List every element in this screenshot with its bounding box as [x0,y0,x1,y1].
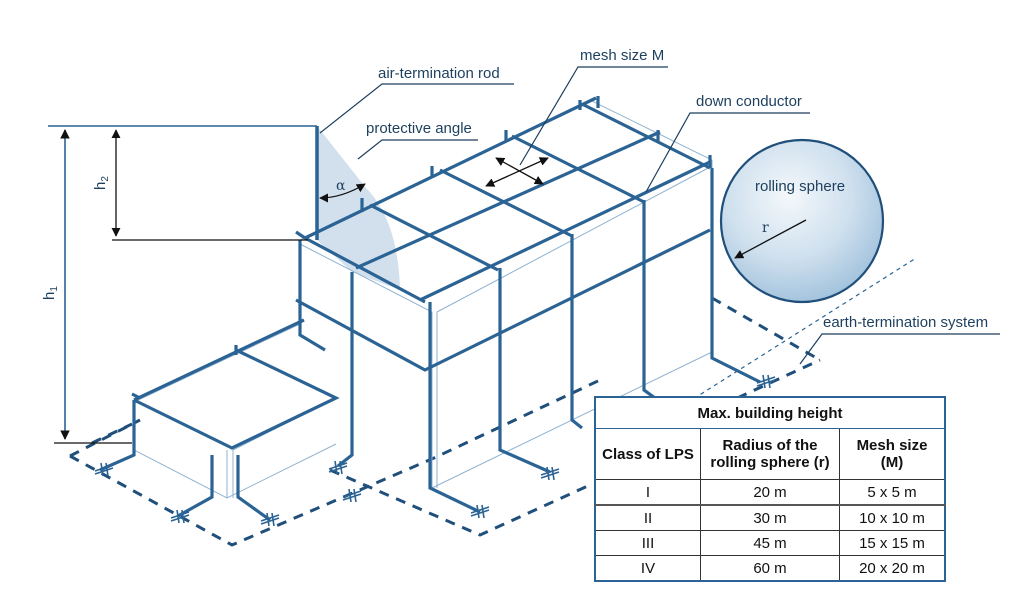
cell-radius: 20 m [700,479,840,506]
cell-class: II [594,504,701,531]
cell-radius: 60 m [700,555,840,582]
earth-termination-label: earth-termination system [823,314,988,331]
earth-termination-ring [69,257,917,547]
down-conductor-label: down conductor [696,93,802,110]
earth-clamp-icon [756,374,776,389]
cell-mesh: 20 x 20 m [839,555,946,582]
lps-class-table: Max. building height Class of LPS Radius… [594,396,946,582]
earth-clamp-icon [94,462,114,477]
height-dimensions: h1 h2 [41,125,317,444]
header-class: Class of LPS [594,428,701,480]
callouts: air-termination rod protective angle mes… [319,47,1000,365]
alpha-label: α [336,178,346,194]
h1-label: h1 [41,286,60,300]
rolling-sphere: rolling sphere r [719,138,885,304]
rolling-sphere-label: rolling sphere [755,178,845,195]
cell-class: III [594,530,701,556]
protective-cone [317,126,400,290]
table-row: II 30 m 10 x 10 m [594,504,946,531]
cell-mesh: 15 x 15 m [839,530,946,556]
earth-clamp-icon [170,509,190,524]
cell-class: I [594,479,701,506]
table-title: Max. building height [594,396,946,429]
table-row: I 20 m 5 x 5 m [594,479,946,506]
cell-class: IV [594,555,701,582]
h2-label: h2 [92,176,111,190]
air-termination-rod-label: air-termination rod [378,65,500,82]
header-mesh: Mesh size(M) [839,428,946,480]
radius-label: r [762,220,769,236]
cell-radius: 45 m [700,530,840,556]
table-title-row: Max. building height [594,396,946,429]
table-row: III 45 m 15 x 15 m [594,530,946,556]
earth-clamp-icon [328,460,348,475]
down-conductors [298,168,761,514]
earth-clamps [94,374,776,527]
earth-clamp-icon [470,504,490,519]
cell-radius: 30 m [700,504,840,531]
cell-mesh: 5 x 5 m [839,479,946,506]
mesh-size-label: mesh size M [580,47,664,64]
alpha-arc [319,183,366,203]
earth-clamp-icon [342,488,362,503]
air-termination-mesh [295,96,712,372]
protective-angle-label: protective angle [366,120,472,137]
mesh-size-arrows [485,157,549,187]
cell-mesh: 10 x 10 m [839,504,946,531]
table-row: IV 60 m 20 x 20 m [594,555,946,582]
small-building-conductors [99,318,340,522]
earth-clamp-icon [260,512,280,527]
earth-clamp-icon [540,466,560,481]
